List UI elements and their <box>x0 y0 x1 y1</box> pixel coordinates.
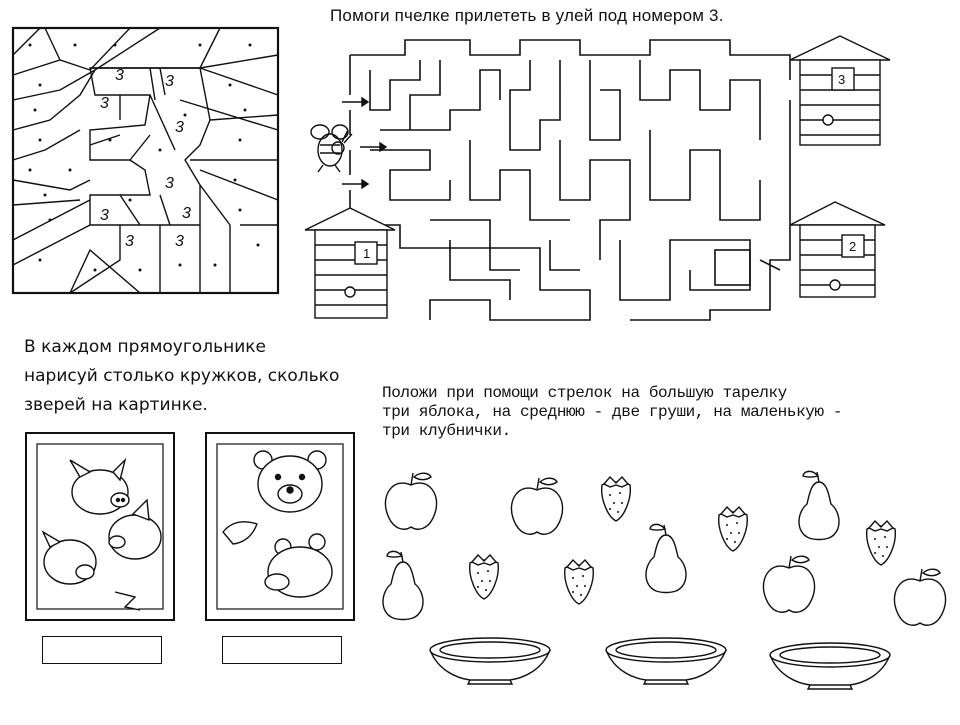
hive-2-icon <box>789 201 886 298</box>
bee-icon <box>310 124 353 173</box>
pear-icon <box>645 523 687 594</box>
svg-text:3: 3 <box>100 95 109 112</box>
fruit-task-text: Положи при помощи стрелок на большую тар… <box>382 384 842 441</box>
svg-text:3: 3 <box>175 233 184 250</box>
strawberry-icon <box>717 506 749 552</box>
maze-task-title: Помоги пчелке прилететь в улей под номер… <box>330 6 724 25</box>
fruit-task-line-2: три яблока, на среднюю - две груши, на м… <box>382 403 843 421</box>
apple-icon <box>762 555 816 613</box>
svg-text:3: 3 <box>100 207 109 224</box>
medium-plate-icon <box>605 637 727 685</box>
hive-1-number: 1 <box>363 246 370 261</box>
pear-icon <box>382 550 424 621</box>
bears-answer-box[interactable] <box>222 636 342 664</box>
strawberry-icon <box>468 554 500 600</box>
hive-3-icon <box>789 35 891 146</box>
apple-icon <box>384 472 438 530</box>
fruit-task-line-1: Положи при помощи стрелок на большую тар… <box>382 384 787 402</box>
hive-1-icon <box>304 207 396 319</box>
svg-text:3: 3 <box>165 175 174 192</box>
bee-maze: 3 1 2 <box>304 35 891 321</box>
pigs-picture <box>25 432 175 621</box>
fruits-and-plates <box>382 470 947 690</box>
count-task-line-2: нарисуй столько кружков, сколько <box>24 366 340 386</box>
count-task-line-3: зверей на картинке. <box>24 395 208 415</box>
strawberry-icon <box>865 520 897 566</box>
svg-text:3: 3 <box>182 205 191 222</box>
svg-text:3: 3 <box>165 73 174 90</box>
small-plate-icon <box>769 642 891 690</box>
mosaic-digit: 3 <box>115 67 124 84</box>
strawberry-icon <box>563 559 595 605</box>
pear-icon <box>798 470 840 541</box>
strawberry-icon <box>600 476 632 522</box>
apple-icon <box>510 477 564 535</box>
apple-icon <box>893 568 947 626</box>
color-by-number-mosaic: 3 3 3 3 3 3 3 3 3 <box>11 26 280 295</box>
count-task-text: В каждом прямоугольнике нарисуй столько … <box>24 333 339 420</box>
hive-3-number: 3 <box>838 72 845 87</box>
large-plate-icon <box>429 637 551 685</box>
pigs-answer-box[interactable] <box>42 636 162 664</box>
bears-picture <box>205 432 355 621</box>
count-task-line-1: В каждом прямоугольнике <box>24 337 266 357</box>
hive-2-number: 2 <box>849 239 856 254</box>
svg-text:3: 3 <box>175 119 184 136</box>
svg-text:3: 3 <box>125 233 134 250</box>
fruit-task-line-3: три клубнички. <box>382 422 511 440</box>
